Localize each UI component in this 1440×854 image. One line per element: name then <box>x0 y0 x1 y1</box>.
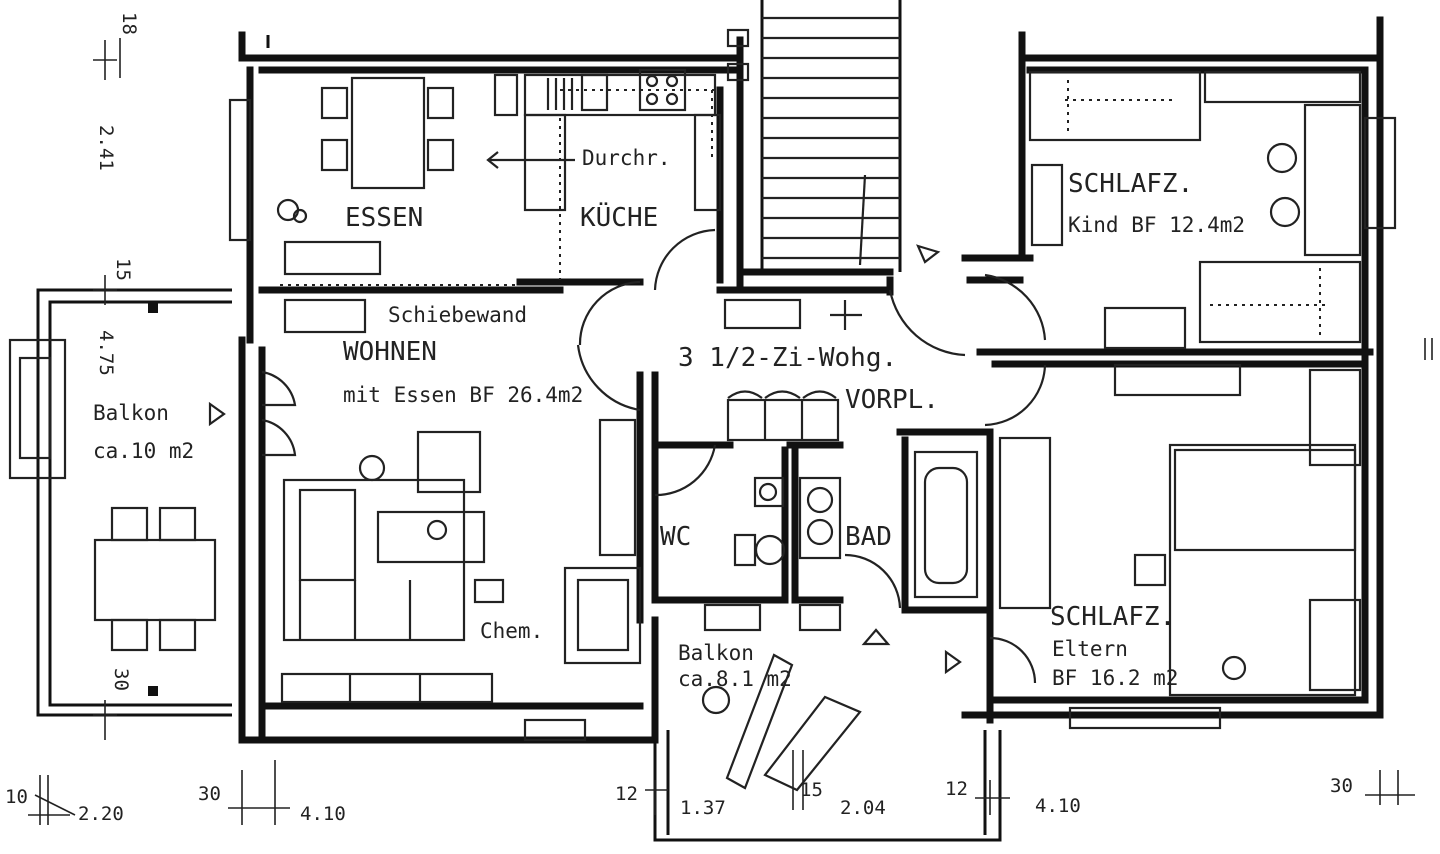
dining-kitchen-furniture <box>228 28 750 286</box>
label-apartment: 3 1/2-Zi-Wohg. <box>678 343 897 373</box>
dim-137: 1.37 <box>680 797 726 819</box>
bottom-balcony-furniture <box>701 653 862 810</box>
label-wohnen-area: mit Essen BF 26.4m2 <box>343 383 583 407</box>
dim-410-right: 4.10 <box>1035 795 1081 817</box>
label-chem: Chem. <box>480 619 543 643</box>
left-balcony <box>8 288 232 717</box>
label-balkon-left-area: ca.10 m2 <box>93 439 194 463</box>
dim-204: 2.04 <box>840 797 886 819</box>
label-essen: ESSEN <box>345 203 423 233</box>
label-schlafz-eltern-sub: Eltern <box>1052 637 1128 661</box>
dim-15-bottom: 15 <box>800 779 823 801</box>
label-balkon-bottom: Balkon <box>678 641 754 665</box>
label-schlafz-eltern: SCHLAFZ. <box>1050 602 1175 632</box>
dim-12-left: 12 <box>615 783 638 805</box>
dim-30-bottom: 30 <box>198 783 221 805</box>
stairs <box>762 16 941 266</box>
label-schlafz-eltern-area: BF 16.2 m2 <box>1052 666 1178 690</box>
dim-18: 18 <box>118 12 140 35</box>
dim-15: 15 <box>112 258 134 281</box>
label-balkon-left: Balkon <box>93 401 169 425</box>
label-durchreiche: Durchr. <box>582 146 671 170</box>
label-wohnen: WOHNEN <box>343 337 437 367</box>
dim-30-vertical: 30 <box>110 668 132 691</box>
dim-30-right: 30 <box>1330 775 1353 797</box>
dim-475: 4.75 <box>95 330 117 376</box>
walls <box>238 0 1384 842</box>
dim-410-left: 4.10 <box>300 803 346 825</box>
bedroom-furniture <box>989 70 1397 730</box>
label-vorpl: VORPL. <box>845 385 939 415</box>
label-bad: BAD <box>845 522 892 552</box>
label-schiebewand: Schiebewand <box>388 303 527 327</box>
living-furniture <box>261 228 716 742</box>
dim-220: 2.20 <box>78 803 124 825</box>
label-schlafz-kind-area: Kind BF 12.4m2 <box>1068 213 1245 237</box>
dimension-lines <box>28 38 1433 825</box>
label-wc: WC <box>660 522 691 552</box>
dim-10: 10 <box>5 786 28 808</box>
room-labels: ESSEN KÜCHE Durchr. Schiebewand WOHNEN m… <box>93 146 1245 691</box>
dim-241: 2.41 <box>95 125 117 171</box>
dim-12-right: 12 <box>945 778 968 800</box>
label-balkon-bottom-area: ca.8.1 m2 <box>678 667 792 691</box>
dimension-labels: 18 2.41 15 4.75 30 10 2.20 30 4.10 12 1.… <box>5 12 1353 825</box>
label-schlafz-kind: SCHLAFZ. <box>1068 169 1193 199</box>
hall-bath-furniture <box>654 273 1047 675</box>
label-kueche: KÜCHE <box>580 201 658 233</box>
